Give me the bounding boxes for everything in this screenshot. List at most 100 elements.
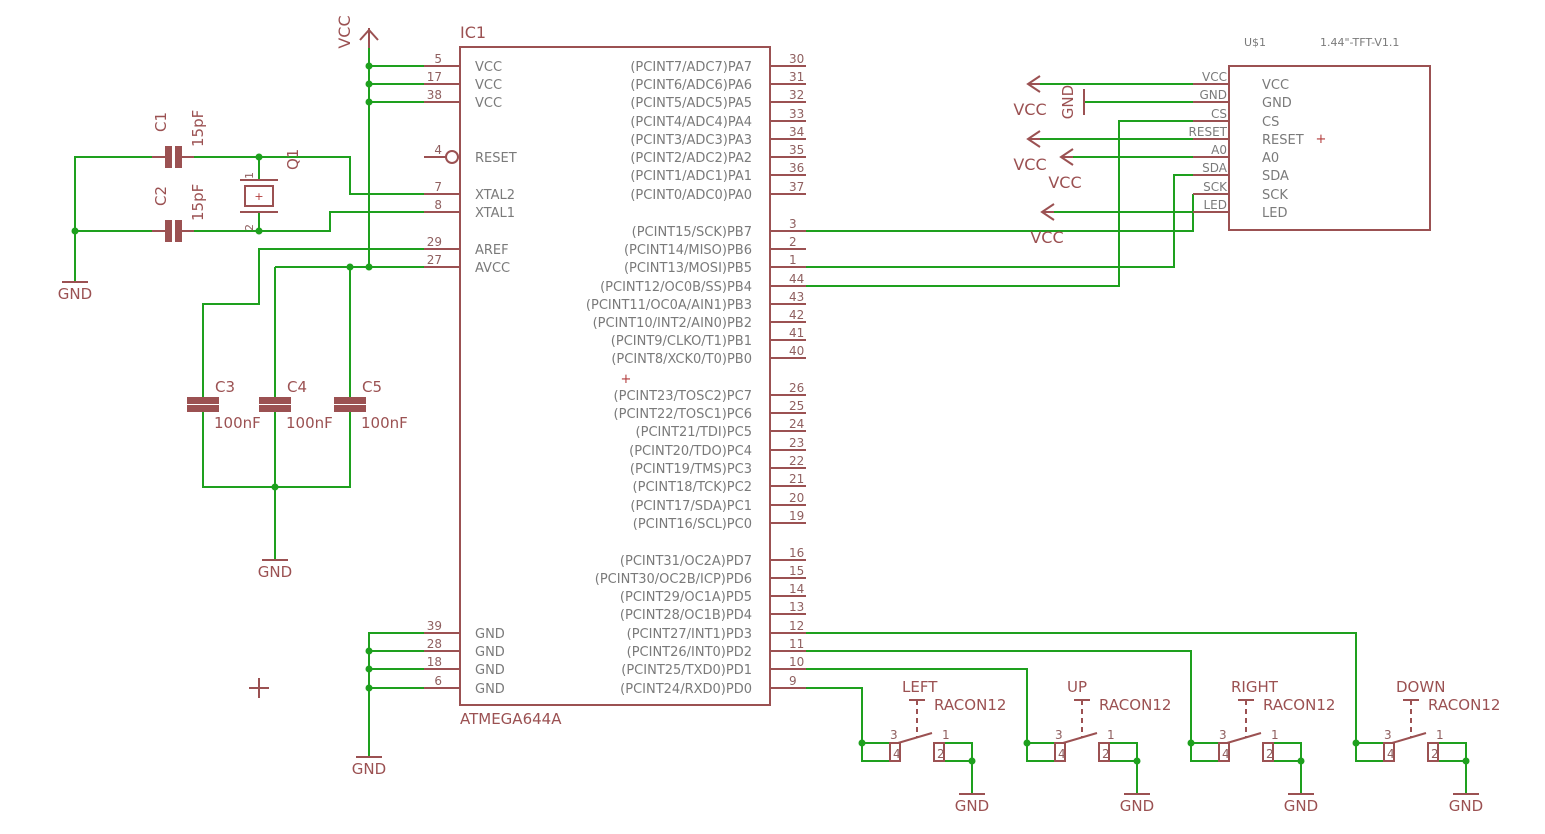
ic1-pin-number: 28 (427, 637, 442, 651)
btn-terminal (1218, 742, 1230, 762)
ic1-pin-number: 27 (427, 253, 442, 267)
btn-right-part: RACON12 (1263, 696, 1335, 714)
btn-contact (1062, 732, 1098, 744)
ic1-pin-number: 31 (789, 70, 804, 84)
ic1-pin-number: 6 (434, 674, 442, 688)
junction-dot (1133, 757, 1141, 765)
junction-dot (1352, 739, 1360, 747)
ic1-pin-number: 35 (789, 143, 804, 157)
btn-up-part: RACON12 (1099, 696, 1171, 714)
tft-pin-name: LED (1262, 206, 1287, 221)
btn-right-wire (1190, 743, 1219, 762)
symbols (62, 28, 1479, 795)
ic1-pin-number: 38 (427, 88, 442, 102)
tft-pin-name: VCC (1262, 78, 1289, 93)
vcc-supply-arrow (359, 28, 379, 41)
ic1-pin-number: 36 (789, 161, 804, 175)
crystal-origin-mark: + (254, 190, 263, 203)
btn-terminal (1098, 742, 1110, 762)
tft-pin-number: A0 (1211, 143, 1227, 157)
ic1-pin-name: XTAL2 (475, 188, 515, 203)
ic1-pin-name: (PCINT29/OC1A)PD5 (620, 590, 752, 605)
ic1-pin-name: (PCINT9/CLKO/T1)PB1 (611, 334, 752, 349)
ic1-pin-number: 13 (789, 600, 804, 614)
cap-ref: C4 (287, 378, 307, 396)
junction-dot (968, 757, 976, 765)
ic1-pin-number: 41 (789, 326, 804, 340)
ic1-pin-number: 42 (789, 308, 804, 322)
gnd-btn-down: GND (1449, 797, 1483, 815)
ic1-pin-name: VCC (475, 60, 502, 75)
ic1-pin-name: (PCINT31/OC2A)PD7 (620, 554, 752, 569)
crystal-pin-number: 2 (243, 224, 256, 231)
ic1-pin-name: (PCINT28/OC1B)PD4 (620, 608, 752, 623)
ic1-pin-number: 2 (789, 235, 797, 249)
btn-right-label: RIGHT (1231, 678, 1279, 696)
ic1-pin-name: (PCINT18/TCK)PC2 (633, 480, 752, 495)
ic1-pin-number: 12 (789, 619, 804, 633)
gnd-decoupling: GND (258, 563, 292, 581)
btn-pin-number: 4 (893, 747, 901, 761)
ic1-part: ATMEGA644A (460, 710, 562, 728)
cap-plate (187, 405, 219, 412)
ic1-pin-name: (PCINT22/TOSC1)PC6 (614, 407, 752, 422)
cap-ref: C3 (215, 378, 235, 396)
btn-up-label: UP (1067, 678, 1087, 696)
ic1-pin-number: 16 (789, 546, 804, 560)
btn-pin-number: 3 (1219, 728, 1227, 742)
gnd-btn-right: GND (1284, 797, 1318, 815)
cap-value: 100nF (214, 414, 261, 432)
cap-plate (334, 397, 366, 404)
vcc-arrow-head (1026, 130, 1041, 148)
btn-contact (1391, 732, 1427, 744)
ic1-pin-name: (PCINT15/SCK)PB7 (632, 225, 752, 240)
ic1-pin-name: (PCINT3/ADC3)PA3 (630, 133, 752, 148)
btn-down-gnd-wire (1436, 742, 1467, 794)
btn-contact (1226, 732, 1262, 744)
ic1-pin-name: (PCINT1/ADC1)PA1 (630, 169, 752, 184)
tft-pin-name: CS (1262, 115, 1279, 130)
ic1-pin-name: (PCINT6/ADC6)PA6 (630, 78, 752, 93)
ic1-pin-number: 20 (789, 491, 804, 505)
ic1-pin-name: XTAL1 (475, 206, 515, 221)
ic1-pin-name: (PCINT24/RXD0)PD0 (620, 682, 752, 697)
tft-pin-name: SDA (1262, 169, 1289, 184)
btn-pin-number: 4 (1387, 747, 1395, 761)
btn-down-label: DOWN (1396, 678, 1445, 696)
crystal-body (244, 185, 274, 207)
cap-c1-value: 15pF (189, 110, 207, 147)
junction-dot (71, 227, 79, 235)
ic1-pin-name: (PCINT17/SDA)PC1 (630, 499, 752, 514)
ic1-pin-number: 17 (427, 70, 442, 84)
junction-dot (1297, 757, 1305, 765)
crystal-ref: Q1 (284, 149, 302, 170)
tft-origin-mark: + (1316, 132, 1327, 147)
ic1-pin-number: 30 (789, 52, 804, 66)
gnd-btn-up: GND (1120, 797, 1154, 815)
ic1-pin-name: (PCINT5/ADC5)PA5 (630, 96, 752, 111)
btn-terminal (933, 742, 945, 762)
tft-pin-number: CS (1211, 107, 1227, 121)
pb5-sda-wire (806, 174, 1193, 268)
tft-pin-number: SDA (1202, 161, 1228, 175)
xtal1-wire (180, 211, 424, 232)
vcc-label: VCC (1013, 100, 1046, 119)
ic1-origin-mark: + (621, 372, 632, 387)
junction-dot (365, 80, 373, 88)
crystal-pin-number: 1 (243, 172, 256, 179)
btn-pin-number: 1 (1436, 728, 1444, 742)
ic1-pin-number: 32 (789, 88, 804, 102)
tft-pin-number: RESET (1189, 125, 1228, 139)
ic1-pin-name: (PCINT16/SCL)PC0 (633, 517, 752, 532)
cap-plate (187, 397, 219, 404)
tft-ref: U$1 (1244, 36, 1266, 49)
ic1-pin-name: (PCINT2/ADC2)PA2 (630, 151, 752, 166)
junction-dot (255, 227, 263, 235)
btn-terminal (1054, 742, 1066, 762)
tft-body (1228, 65, 1431, 231)
junction-dot (1462, 757, 1470, 765)
vcc-arrow-head (1026, 75, 1041, 93)
ic1-pin-number: 22 (789, 454, 804, 468)
cap-plate (259, 397, 291, 404)
gnd-label-tft: GND (1059, 85, 1077, 119)
